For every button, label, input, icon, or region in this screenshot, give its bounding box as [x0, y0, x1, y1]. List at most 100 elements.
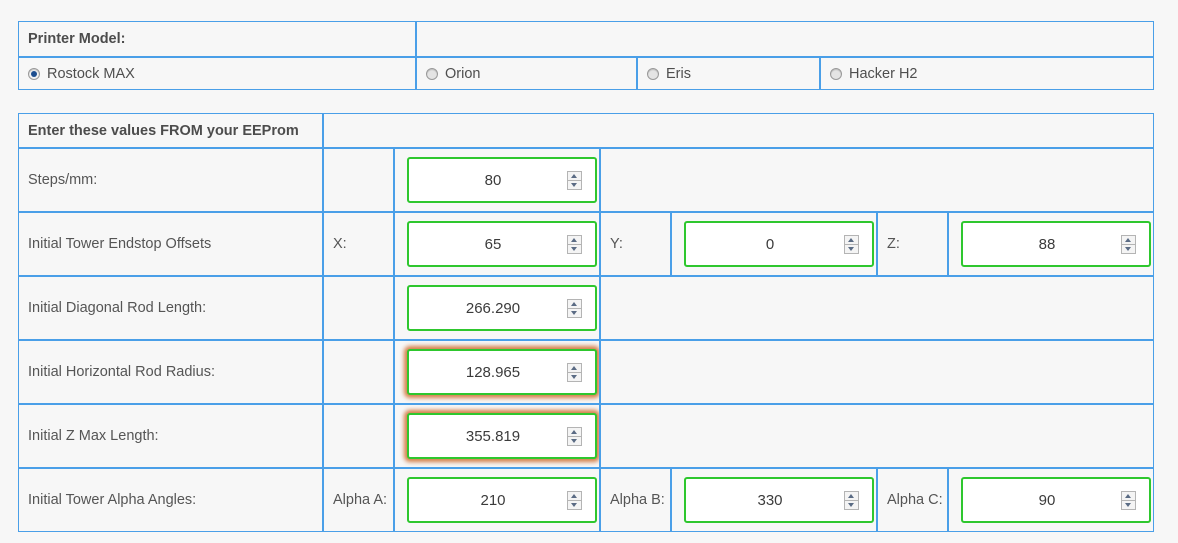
spinner-up-icon[interactable]	[1121, 236, 1135, 245]
row-label: Initial Diagonal Rod Length:	[18, 276, 323, 340]
spinner-up-icon[interactable]	[1121, 492, 1135, 501]
eeprom-row-tower-endstop-offsets: Initial Tower Endstop Offsets X: 65 Y: 0	[18, 212, 1155, 276]
eeprom-row-horizontal-rod-radius: Initial Horizontal Rod Radius: 128.965	[18, 340, 1155, 404]
eeprom-header-row: Enter these values FROM your EEProm	[18, 113, 1155, 148]
number-spinner[interactable]	[566, 298, 582, 318]
axis-label-z: Z:	[877, 212, 948, 276]
axis-label	[323, 404, 394, 468]
spinner-down-icon[interactable]	[568, 181, 581, 189]
axis-label-alpha-c: Alpha C:	[877, 468, 948, 532]
spinner-down-icon[interactable]	[568, 309, 581, 317]
eeprom-row-diagonal-rod-length: Initial Diagonal Rod Length: 266.290	[18, 276, 1155, 340]
printer-model-option-orion[interactable]: Orion	[416, 57, 637, 90]
input-value: 355.819	[465, 427, 521, 445]
radio-button-icon[interactable]	[830, 67, 842, 80]
alpha-c-input[interactable]: 90	[960, 477, 1151, 523]
spinner-up-icon[interactable]	[844, 492, 858, 501]
printer-model-option-eris[interactable]: Eris	[637, 57, 820, 90]
eeprom-header-label: Enter these values FROM your EEProm	[18, 113, 323, 148]
steps-per-mm-input[interactable]: 80	[406, 157, 597, 203]
endstop-offset-z-input[interactable]: 88	[960, 221, 1151, 267]
input-value: 0	[765, 235, 775, 253]
input-value: 88	[1038, 235, 1056, 253]
row-label: Initial Tower Alpha Angles:	[18, 468, 323, 532]
axis-label-alpha-b: Alpha B:	[600, 468, 671, 532]
field-cell[interactable]: 128.965	[394, 340, 600, 404]
spinner-down-icon[interactable]	[568, 373, 581, 381]
number-spinner[interactable]	[566, 234, 582, 254]
input-value: 65	[484, 235, 502, 253]
input-value: 266.290	[465, 299, 521, 317]
spinner-down-icon[interactable]	[1122, 501, 1135, 509]
spinner-up-icon[interactable]	[567, 300, 581, 309]
alpha-b-input[interactable]: 330	[683, 477, 874, 523]
number-spinner[interactable]	[843, 234, 859, 254]
spinner-up-icon[interactable]	[567, 492, 581, 501]
number-spinner[interactable]	[843, 490, 859, 510]
number-spinner[interactable]	[1120, 234, 1136, 254]
endstop-offset-x-input[interactable]: 65	[406, 221, 597, 267]
spinner-down-icon[interactable]	[568, 245, 581, 253]
radio-button-icon[interactable]	[28, 67, 40, 80]
row-label: Initial Horizontal Rod Radius:	[18, 340, 323, 404]
z-max-length-input[interactable]: 355.819	[406, 413, 597, 459]
row-label: Initial Tower Endstop Offsets	[18, 212, 323, 276]
number-spinner[interactable]	[566, 170, 582, 190]
printer-model-option-label: Eris	[666, 65, 691, 82]
horizontal-rod-radius-input[interactable]: 128.965	[406, 349, 597, 395]
number-spinner[interactable]	[566, 362, 582, 382]
field-cell[interactable]: 88	[948, 212, 1155, 276]
printer-model-header-label: Printer Model:	[18, 21, 416, 57]
printer-model-option-rostock-max[interactable]: Rostock MAX	[18, 57, 416, 90]
axis-label	[323, 276, 394, 340]
eeprom-header-empty-cell	[323, 113, 1155, 148]
printer-model-option-label: Hacker H2	[849, 65, 918, 82]
endstop-offset-y-input[interactable]: 0	[683, 221, 874, 267]
spinner-up-icon[interactable]	[567, 364, 581, 373]
input-value: 128.965	[465, 363, 521, 381]
radio-button-icon[interactable]	[426, 67, 438, 80]
number-spinner[interactable]	[1120, 490, 1136, 510]
spinner-down-icon[interactable]	[1122, 245, 1135, 253]
spinner-up-icon[interactable]	[567, 236, 581, 245]
spinner-up-icon[interactable]	[567, 428, 581, 437]
number-spinner[interactable]	[566, 490, 582, 510]
row-label: Initial Z Max Length:	[18, 404, 323, 468]
field-cell[interactable]: 266.290	[394, 276, 600, 340]
number-spinner[interactable]	[566, 426, 582, 446]
axis-label-y: Y:	[600, 212, 671, 276]
axis-label-x: X:	[323, 212, 394, 276]
eeprom-values-table: Enter these values FROM your EEProm Step…	[18, 113, 1155, 532]
field-cell[interactable]: 80	[394, 148, 600, 212]
diagonal-rod-length-input[interactable]: 266.290	[406, 285, 597, 331]
row-label: Steps/mm:	[18, 148, 323, 212]
field-cell[interactable]: 210	[394, 468, 600, 532]
eeprom-row-z-max-length: Initial Z Max Length: 355.819	[18, 404, 1155, 468]
printer-model-header-empty-cell	[416, 21, 1154, 57]
printer-model-option-hacker-h2[interactable]: Hacker H2	[820, 57, 1154, 90]
spinner-up-icon[interactable]	[567, 172, 581, 181]
alpha-a-input[interactable]: 210	[406, 477, 597, 523]
empty-cell	[600, 148, 1155, 212]
radio-button-icon[interactable]	[647, 67, 659, 80]
empty-cell	[600, 404, 1155, 468]
input-value: 210	[480, 491, 506, 509]
field-cell[interactable]: 330	[671, 468, 877, 532]
spinner-up-icon[interactable]	[844, 236, 858, 245]
field-cell[interactable]: 65	[394, 212, 600, 276]
empty-cell	[600, 276, 1155, 340]
field-cell[interactable]: 355.819	[394, 404, 600, 468]
field-cell[interactable]: 90	[948, 468, 1155, 532]
printer-model-header-row: Printer Model:	[18, 21, 1154, 57]
input-value: 90	[1038, 491, 1056, 509]
spinner-down-icon[interactable]	[568, 501, 581, 509]
spinner-down-icon[interactable]	[845, 501, 858, 509]
field-cell[interactable]: 0	[671, 212, 877, 276]
printer-model-option-label: Orion	[445, 65, 481, 82]
axis-label	[323, 340, 394, 404]
axis-label	[323, 148, 394, 212]
spinner-down-icon[interactable]	[845, 245, 858, 253]
printer-model-options-row: Rostock MAX Orion Eris	[18, 57, 1154, 90]
printer-model-table: Printer Model:	[18, 21, 1154, 57]
spinner-down-icon[interactable]	[568, 437, 581, 445]
